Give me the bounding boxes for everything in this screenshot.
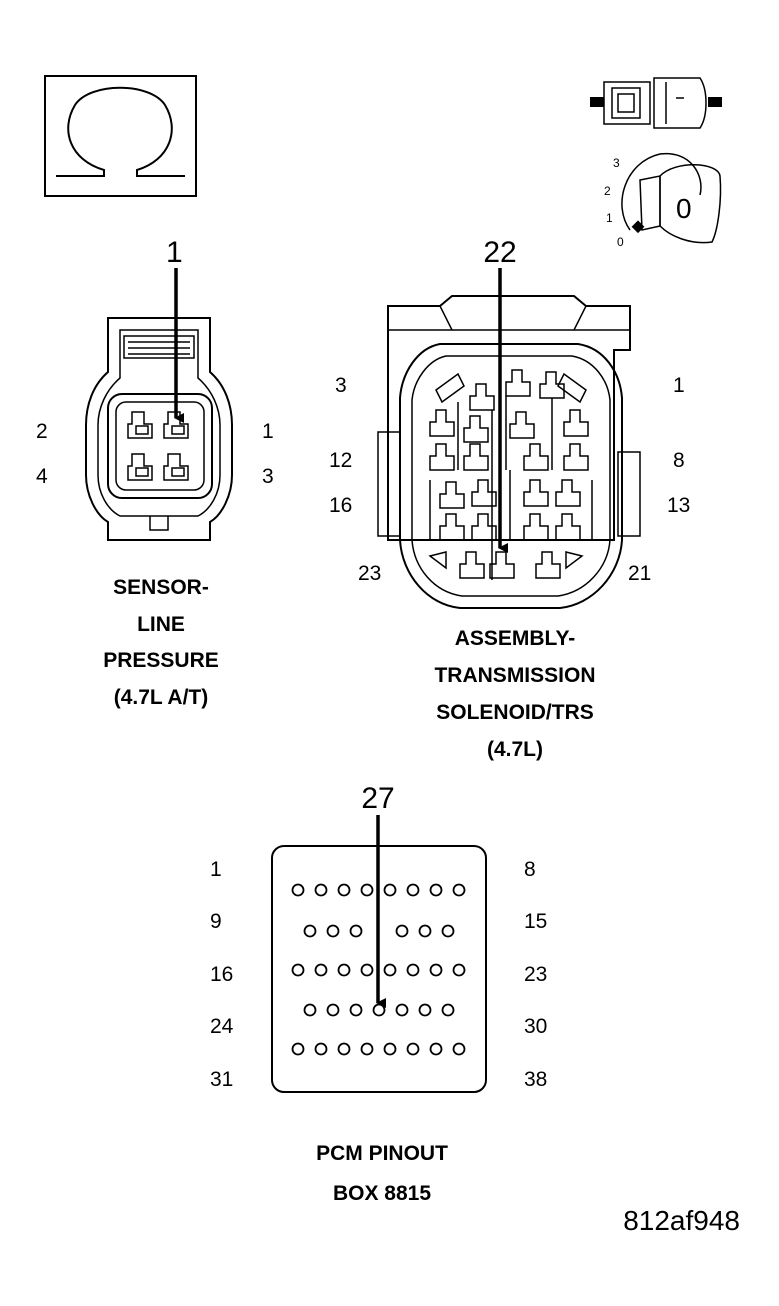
solenoid-pin-label-left: 3 bbox=[335, 374, 347, 397]
ignition-position-3: 3 bbox=[613, 156, 620, 170]
pcm-row-label-left: 9 bbox=[210, 910, 222, 933]
pcm-pin-cavity bbox=[406, 883, 420, 897]
pcm-pin-cavity bbox=[418, 924, 432, 938]
pcm-pin-cavity bbox=[429, 1042, 443, 1056]
pcm-pin-cavity bbox=[452, 963, 466, 977]
pcm-pin-cavity bbox=[418, 1003, 432, 1017]
solenoid-callout: 22 bbox=[483, 236, 516, 269]
solenoid-pin-label-left: 12 bbox=[329, 449, 352, 472]
pcm-pin-cavity bbox=[326, 924, 340, 938]
solenoid-terminal-cavities bbox=[428, 369, 593, 580]
sensor-caption-line: (4.7L A/T) bbox=[114, 686, 209, 709]
pcm-pin-cavity bbox=[291, 883, 305, 897]
pcm-pin-cavity bbox=[441, 924, 455, 938]
pcm-caption-line: BOX 8815 bbox=[333, 1182, 431, 1205]
pcm-row-label-right: 30 bbox=[524, 1015, 547, 1038]
pcm-pin-cavity bbox=[383, 1042, 397, 1056]
pcm-row-label-left: 31 bbox=[210, 1068, 233, 1091]
solenoid-pin-label-right: 13 bbox=[667, 494, 690, 517]
pcm-pin-cavity bbox=[429, 963, 443, 977]
solenoid-pin-label-right: 8 bbox=[673, 449, 685, 472]
pcm-connector bbox=[271, 815, 487, 1093]
pcm-pin-cavity bbox=[291, 963, 305, 977]
ignition-position-1: 1 bbox=[606, 211, 613, 225]
sensor-pin-label-left: 4 bbox=[36, 465, 48, 488]
ignition-position-0: 0 bbox=[617, 235, 624, 249]
pcm-row-label-right: 38 bbox=[524, 1068, 547, 1091]
solenoid-caption-line: (4.7L) bbox=[487, 738, 543, 761]
sensor-caption-line: PRESSURE bbox=[103, 649, 219, 672]
pcm-caption-line: PCM PINOUT bbox=[316, 1142, 448, 1165]
sensor-pin-label-right: 3 bbox=[262, 465, 274, 488]
ignition-key-icon: 3 2 1 0 0 bbox=[604, 152, 722, 249]
solenoid-pin-label-left: 23 bbox=[358, 562, 381, 585]
pcm-pin-cavity bbox=[360, 963, 374, 977]
solenoid-caption-line: SOLENOID/TRS bbox=[436, 701, 594, 724]
pcm-pin-cavity bbox=[314, 963, 328, 977]
pcm-pin-cavity bbox=[326, 1003, 340, 1017]
connector-plug-icon bbox=[590, 77, 722, 129]
ignition-key-label: 0 bbox=[676, 193, 692, 224]
pcm-pin-cavity bbox=[395, 924, 409, 938]
pcm-pin-cavity bbox=[372, 1003, 386, 1017]
sensor-pin-label-right: 1 bbox=[262, 420, 274, 443]
sensor-pin-label-left: 2 bbox=[36, 420, 48, 443]
pcm-pin-cavity bbox=[395, 1003, 409, 1017]
pcm-pin-cavity bbox=[360, 883, 374, 897]
pcm-row-label-right: 23 bbox=[524, 963, 547, 986]
pcm-row-label-left: 16 bbox=[210, 963, 233, 986]
pcm-pin-cavity bbox=[303, 924, 317, 938]
pcm-pin-cavity bbox=[360, 1042, 374, 1056]
pcm-pin-cavity bbox=[452, 883, 466, 897]
pcm-pin-cavity bbox=[383, 963, 397, 977]
sensor-connector bbox=[85, 268, 233, 541]
solenoid-pin-label-left: 16 bbox=[329, 494, 352, 517]
pcm-pin-cavity bbox=[337, 1042, 351, 1056]
ignition-position-2: 2 bbox=[604, 184, 611, 198]
pcm-row-label-left: 1 bbox=[210, 858, 222, 881]
figure-code: 812af948 bbox=[623, 1205, 740, 1236]
pcm-pin-cavity bbox=[406, 1042, 420, 1056]
pcm-pin-cavity bbox=[291, 1042, 305, 1056]
pcm-pin-grid bbox=[291, 883, 466, 1056]
pcm-pin-cavity bbox=[349, 924, 363, 938]
pcm-pin-cavity bbox=[314, 1042, 328, 1056]
solenoid-caption-line: TRANSMISSION bbox=[434, 664, 595, 687]
solenoid-pin-label-right: 21 bbox=[628, 562, 651, 585]
sensor-callout: 1 bbox=[166, 236, 183, 269]
sensor-caption-line: LINE bbox=[137, 613, 185, 636]
solenoid-connector bbox=[377, 268, 641, 609]
pcm-pin-cavity bbox=[406, 963, 420, 977]
pcm-pin-cavity bbox=[303, 1003, 317, 1017]
ohm-icon bbox=[44, 75, 197, 197]
pcm-row-label-left: 24 bbox=[210, 1015, 234, 1038]
solenoid-pin-label-right: 1 bbox=[673, 374, 685, 397]
pcm-pin-cavity bbox=[452, 1042, 466, 1056]
pcm-pin-cavity bbox=[337, 883, 351, 897]
sensor-terminal-cavities bbox=[127, 411, 189, 481]
pcm-row-label-right: 15 bbox=[524, 910, 547, 933]
pcm-pin-cavity bbox=[441, 1003, 455, 1017]
solenoid-caption-line: ASSEMBLY- bbox=[455, 627, 576, 650]
pcm-row-label-right: 8 bbox=[524, 858, 536, 881]
pcm-pin-cavity bbox=[429, 883, 443, 897]
pcm-pin-cavity bbox=[314, 883, 328, 897]
pcm-pin-cavity bbox=[349, 1003, 363, 1017]
pcm-pin-cavity bbox=[337, 963, 351, 977]
sensor-caption-line: SENSOR- bbox=[113, 576, 209, 599]
pcm-pin-cavity bbox=[383, 883, 397, 897]
pcm-callout: 27 bbox=[361, 782, 394, 815]
